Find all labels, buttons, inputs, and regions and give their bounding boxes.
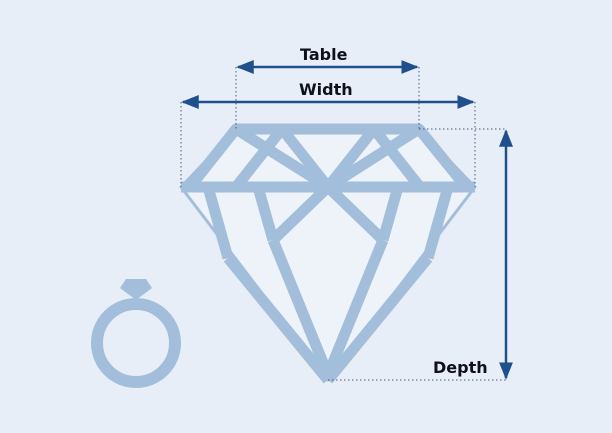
guide-lines bbox=[180, 67, 506, 381]
table-label: Table bbox=[300, 45, 348, 64]
ring-icon bbox=[91, 279, 181, 388]
depth-label: Depth bbox=[433, 358, 488, 377]
diamond-icon bbox=[179, 123, 477, 384]
width-label: Width bbox=[299, 80, 353, 99]
